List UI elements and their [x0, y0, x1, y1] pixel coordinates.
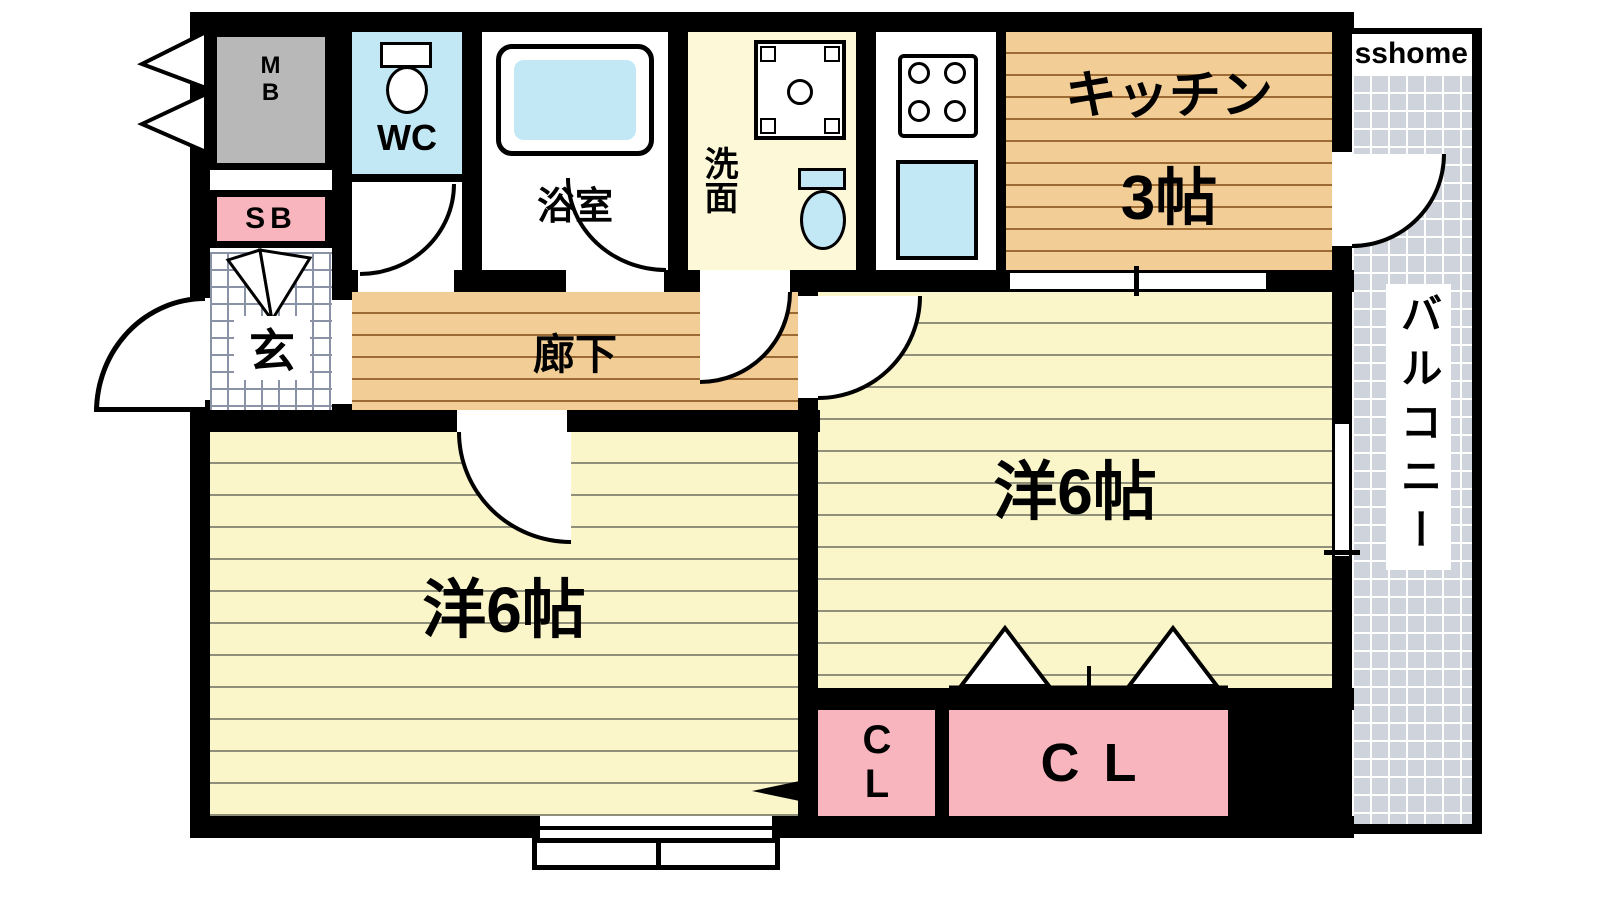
window-tick [1324, 550, 1360, 555]
wall-counter-kitchen [996, 32, 1006, 270]
brand-logo: sshome [1352, 34, 1472, 74]
bathtub-water-icon [514, 60, 636, 140]
hallway-label: 廊下 [532, 330, 617, 378]
meter-box [210, 30, 332, 170]
pan-drain-icon [787, 79, 813, 105]
washroom-label: 洗面 [699, 146, 737, 214]
wall-top [190, 12, 1354, 32]
western-room-right-floor [818, 292, 1332, 688]
opening-hall-room [798, 296, 818, 398]
burner-icon [908, 100, 930, 122]
closet-small-label: CL [855, 718, 899, 806]
window-tick [656, 843, 661, 865]
wall-bottom [190, 816, 1354, 838]
basin-tank-icon [798, 168, 846, 190]
entrance-label: 玄 [234, 316, 310, 380]
kitchen-label: キッチン [1064, 66, 1273, 125]
kitchen-sink-icon [896, 160, 978, 260]
burner-icon [944, 100, 966, 122]
wall-washroom-kitchen [856, 12, 876, 292]
burner-icon [944, 62, 966, 84]
opening-bath-hall [566, 270, 664, 292]
meter-box-label: MB [257, 52, 284, 106]
kitchen-floor [1006, 32, 1332, 270]
pan-corner-icon [760, 46, 776, 62]
wall-wc-bath [462, 12, 482, 292]
opening-washroom-hall [700, 270, 790, 292]
opening-wc-hall [358, 270, 454, 292]
balcony-label: バルコニー [1386, 284, 1451, 570]
pan-corner-icon [824, 118, 840, 134]
wall-closet-top [798, 688, 1354, 710]
western-room-right-label: 洋6帖 [993, 456, 1157, 528]
front-door-arc [94, 296, 205, 412]
wc-door-arc [360, 184, 456, 276]
window-line [1332, 424, 1335, 556]
entrance-direction-icon [137, 28, 208, 156]
closet-sliding-door-icon [949, 624, 1228, 690]
closet-small-floor [818, 710, 935, 816]
closet-large-label: CL [1040, 733, 1161, 793]
shoe-box [210, 190, 332, 248]
window-room-balcony [1332, 424, 1352, 556]
balcony: sshome バルコニー [1352, 28, 1482, 834]
kitchen-size-label: 3帖 [1120, 164, 1218, 233]
window-tick [1134, 266, 1139, 296]
opening-leftroom-door [457, 410, 567, 432]
pan-corner-icon [824, 46, 840, 62]
pan-corner-icon [760, 118, 776, 134]
basin-bowl-icon [800, 190, 846, 250]
bathroom-label: 浴室 [536, 185, 613, 228]
window-line [1349, 424, 1352, 556]
window-step [532, 838, 780, 870]
toilet-tank-icon [380, 42, 432, 68]
closet-door-arrow-icon [752, 778, 814, 804]
wall-block-right-of-closet [1228, 688, 1332, 838]
opening-kitchen-balcony [1332, 152, 1352, 246]
opening-entrance-hall [332, 300, 352, 404]
toilet-bowl-icon [386, 66, 428, 114]
entrance-fan-icon [225, 248, 313, 324]
western-room-left-label: 洋6帖 [422, 574, 586, 646]
toilet-label: WC [377, 117, 437, 158]
shoe-box-label: SB [245, 202, 297, 235]
closet-large-floor [949, 710, 1228, 816]
wall-bath-washroom [668, 12, 688, 292]
burner-icon [908, 62, 930, 84]
window-line [540, 826, 772, 830]
wall-closet-divider [935, 710, 949, 816]
